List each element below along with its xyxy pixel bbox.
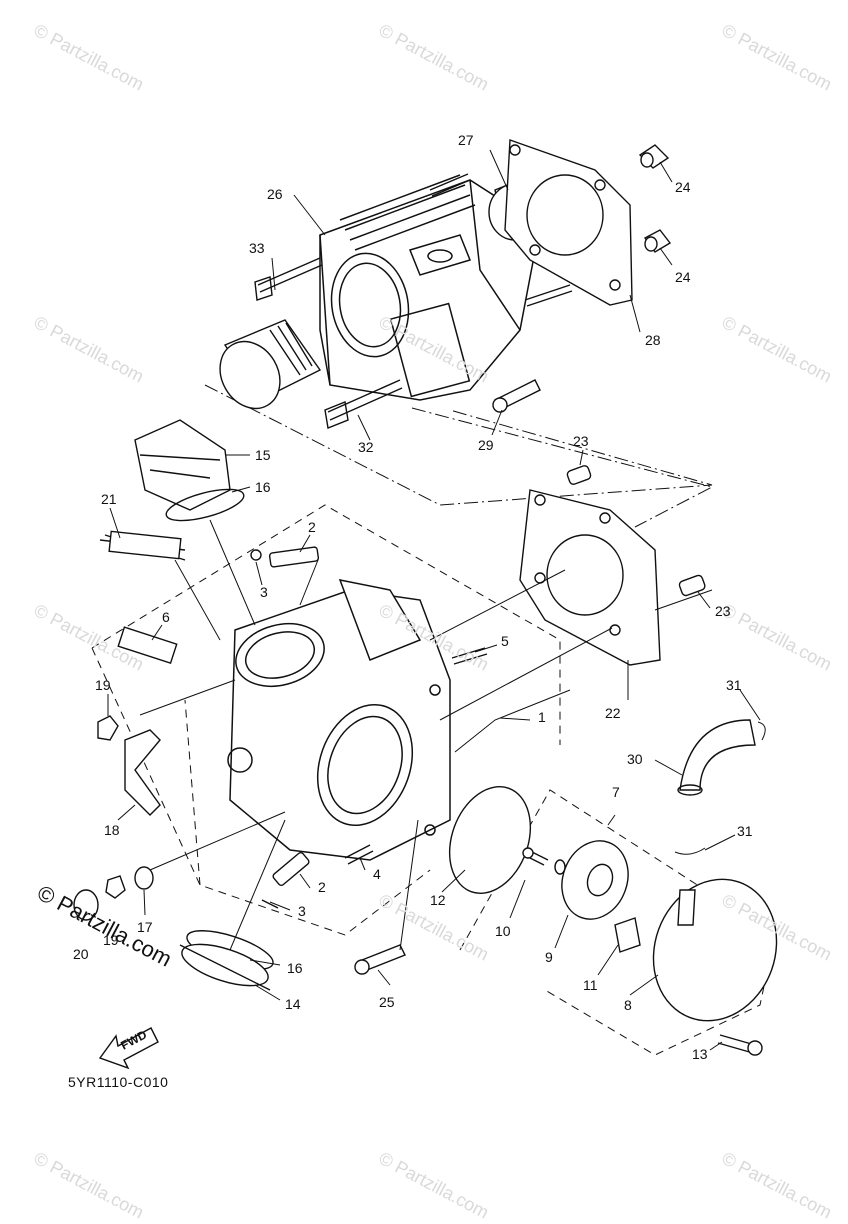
callout-25: 25 (379, 994, 395, 1010)
callout-4: 4 (373, 866, 381, 882)
gasket-12 (448, 786, 532, 894)
plug-6 (117, 626, 178, 665)
callout-32: 32 (358, 439, 374, 455)
stud-rear-lower (524, 284, 573, 307)
bolt-10 (522, 847, 549, 866)
callout-15: 15 (255, 447, 271, 463)
valve-2-bottom (272, 851, 310, 887)
clip-3-bottom (261, 899, 279, 909)
callout-16-top: 16 (255, 479, 271, 495)
dowel-23-right (678, 574, 706, 597)
intake-joint-14 (179, 943, 271, 991)
callout-24-top: 24 (675, 179, 691, 195)
spark-plug-21 (99, 530, 186, 561)
impeller-9 (561, 840, 629, 920)
callout-19-top: 19 (95, 677, 111, 693)
washer-17 (134, 866, 154, 890)
stud-33 (257, 257, 323, 293)
cylinder-head (227, 578, 451, 861)
bolt-25 (354, 944, 406, 975)
cap-20 (73, 889, 99, 921)
piston (219, 319, 322, 410)
callout-29: 29 (478, 437, 494, 453)
callout-1: 1 (538, 709, 546, 725)
callout-16-bottom: 16 (287, 960, 303, 976)
nut-19 (97, 715, 119, 741)
callout-17: 17 (137, 919, 153, 935)
callout-2-bottom: 2 (318, 879, 326, 895)
callout-26: 26 (267, 186, 283, 202)
callout-5: 5 (501, 633, 509, 649)
callout-11: 11 (583, 977, 598, 993)
callout-10: 10 (495, 923, 511, 939)
dowel-24-top (638, 144, 670, 169)
stud-rear-upper (429, 173, 471, 197)
callout-3-bottom: 3 (298, 903, 306, 919)
pump-group-outline (459, 789, 776, 1056)
diagram-code: 5YR1110-C010 (68, 1074, 169, 1090)
forward-arrow-icon (98, 1027, 159, 1070)
callout-33: 33 (249, 240, 265, 256)
callout-6: 6 (162, 609, 170, 625)
clamp-31-top (757, 721, 766, 741)
hose-30 (677, 719, 756, 796)
callout-12: 12 (430, 892, 446, 908)
callout-3-top: 3 (260, 584, 268, 600)
o-ring-16-top (165, 488, 245, 522)
callout-27: 27 (458, 132, 474, 148)
head-group-outline (91, 504, 561, 936)
stud-5 (451, 647, 488, 665)
callout-13: 13 (692, 1046, 708, 1062)
callout-8: 8 (624, 997, 632, 1013)
thermostat-cover-15 (134, 419, 231, 511)
gasket-22 (519, 489, 661, 666)
dowel-23-top (566, 465, 592, 485)
cylinder-gasket-28 (504, 139, 633, 306)
callout-14: 14 (285, 996, 301, 1012)
callout-7: 7 (612, 784, 620, 800)
callout-24-bottom: 24 (675, 269, 691, 285)
callout-28: 28 (645, 332, 661, 348)
callout-23-top: 23 (573, 433, 589, 449)
callout-31-bottom: 31 (737, 823, 753, 839)
callout-31-top: 31 (726, 677, 742, 693)
leader-lines (107, 149, 761, 1051)
clip-3-top (250, 549, 262, 561)
callout-30: 30 (627, 751, 643, 767)
callout-2-top: 2 (308, 519, 316, 535)
bolt-29 (492, 379, 541, 413)
pump-cover-8 (652, 878, 778, 1022)
callout-23-right: 23 (715, 603, 731, 619)
bolt-13 (717, 1034, 763, 1056)
valve-2-top (268, 546, 320, 568)
stud-4 (344, 844, 374, 865)
dowel-24-bottom (643, 229, 672, 253)
callout-20: 20 (73, 946, 89, 962)
callout-9: 9 (545, 949, 553, 965)
callout-22: 22 (605, 705, 621, 721)
seal-11 (614, 917, 641, 953)
callout-21: 21 (101, 491, 117, 507)
stud-32 (327, 379, 403, 421)
bracket-18 (124, 729, 161, 816)
cylinder-group-outline (204, 384, 713, 506)
callout-18: 18 (104, 822, 120, 838)
nut-19-lower (105, 875, 126, 899)
assembly-lines (139, 519, 713, 951)
cylinder-block (319, 174, 541, 401)
callout-19-bottom: 19 (103, 932, 119, 948)
clamp-31-bottom (674, 847, 706, 855)
